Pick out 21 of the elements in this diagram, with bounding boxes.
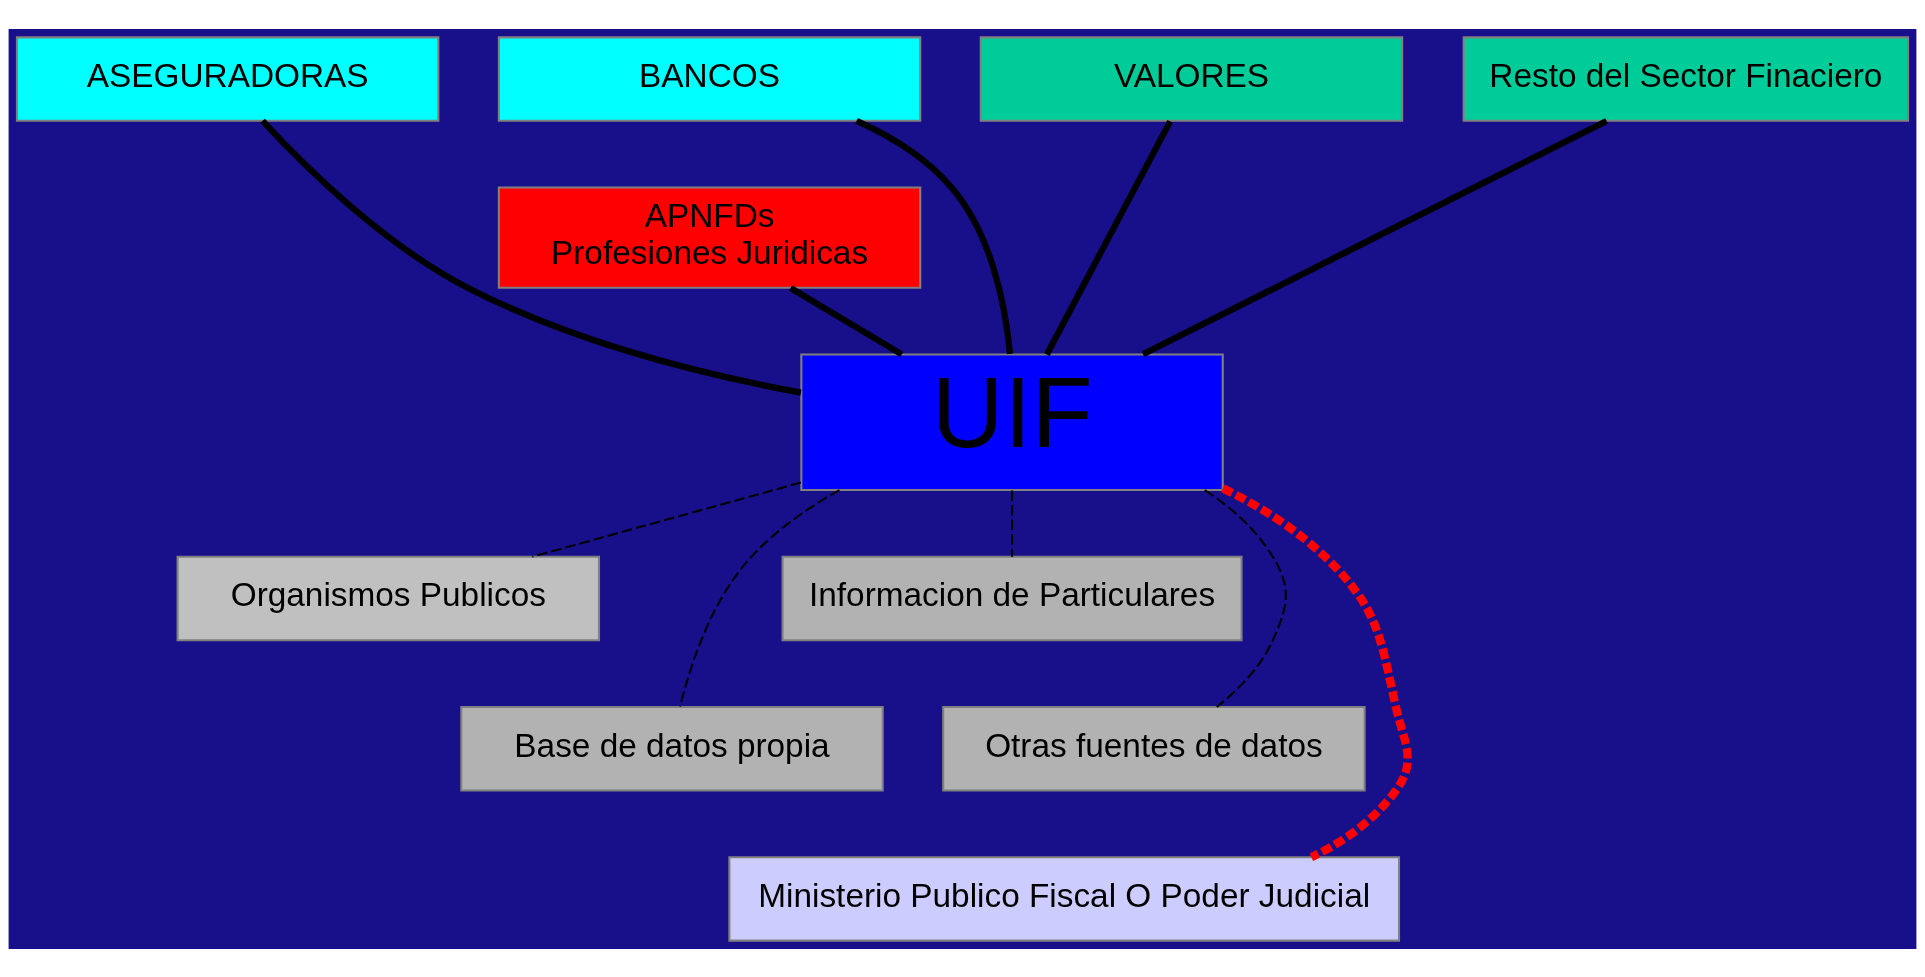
connector [1044, 119, 1173, 356]
connector [1220, 484, 1412, 861]
node-box: Base de datos propia [460, 705, 884, 791]
connector [1204, 488, 1287, 708]
connector [260, 118, 802, 396]
node-box: APNFDs Profesiones Juridicas [497, 186, 922, 289]
node-box: VALORES [979, 35, 1404, 122]
connector [789, 284, 904, 357]
connector [1141, 117, 1608, 357]
node-box: ASEGURADORAS [15, 35, 440, 122]
node-box: Resto del Sector Finaciero [1462, 35, 1910, 122]
node-box: UIF [800, 352, 1224, 491]
node-box: Informacion de Particulares [781, 555, 1243, 641]
connector [679, 488, 840, 707]
node-box: BANCOS [497, 35, 922, 122]
connector [855, 117, 1014, 354]
connector [1011, 489, 1014, 557]
node-box: Organismos Publicos [176, 555, 601, 641]
node-box: Otras fuentes de datos [942, 705, 1366, 791]
connector [532, 481, 802, 558]
node-box: Ministerio Publico Fiscal O Poder Judicial [728, 855, 1401, 942]
